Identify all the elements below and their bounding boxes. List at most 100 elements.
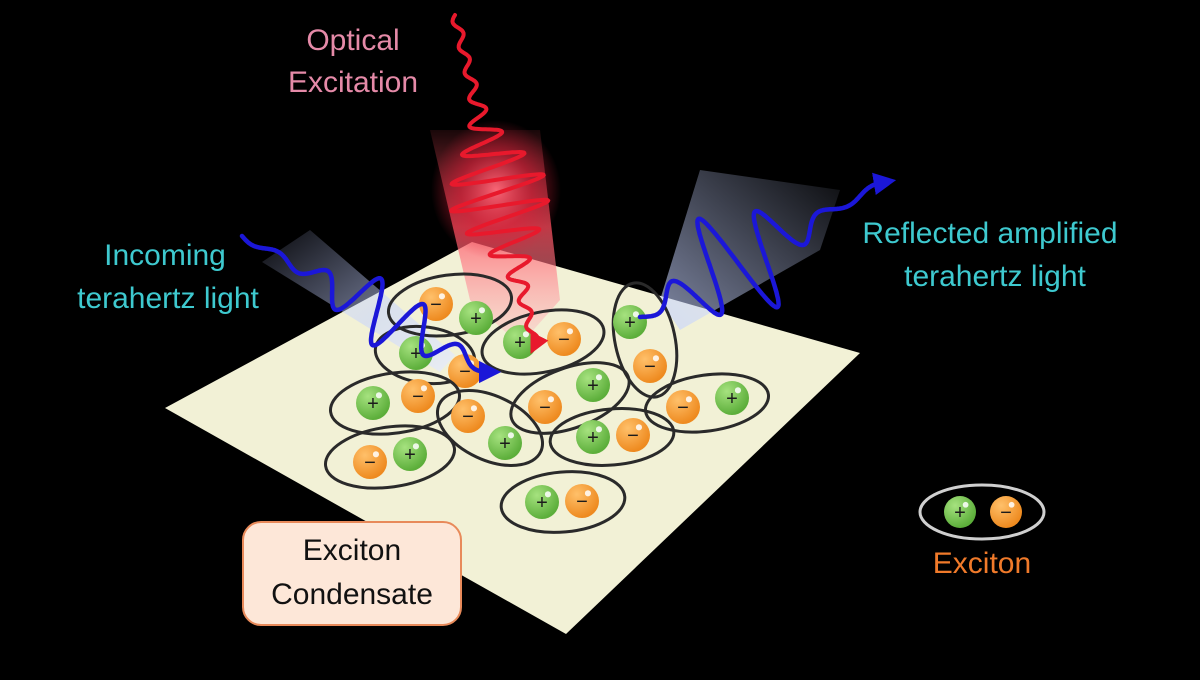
ball-highlight xyxy=(1008,501,1015,508)
ball-highlight xyxy=(734,387,742,394)
ball-highlight xyxy=(420,385,428,392)
exciton-ellipse xyxy=(323,424,457,490)
incoming-terahertz-wave xyxy=(239,233,502,384)
legend-exciton: +− xyxy=(944,496,1022,528)
reflected-beam-glow xyxy=(660,170,840,330)
ball-highlight xyxy=(507,432,515,439)
reflected-label-line2: terahertz light xyxy=(904,260,1086,293)
ball-highlight xyxy=(470,405,478,412)
plus-sign: + xyxy=(367,393,379,415)
legend: +− Exciton xyxy=(918,483,1046,580)
positive-charge: + xyxy=(399,336,433,370)
minus-sign: − xyxy=(459,361,471,383)
ball-highlight xyxy=(372,451,380,458)
plus-sign: + xyxy=(410,343,422,365)
ball-highlight xyxy=(478,307,486,314)
ball-highlight xyxy=(438,293,446,300)
minus-sign: − xyxy=(462,406,474,428)
optical-label-line1: Optical xyxy=(306,24,399,57)
optical-label-line2: Excitation xyxy=(288,66,418,99)
exciton-ellipse xyxy=(611,281,679,399)
minus-sign: − xyxy=(558,329,570,351)
ball-highlight xyxy=(544,491,552,498)
optical-excitation-wave xyxy=(448,13,551,354)
minus-sign: − xyxy=(677,397,689,419)
plus-sign: + xyxy=(587,375,599,397)
exciton-pair: +− xyxy=(499,470,627,534)
ball-highlight xyxy=(595,374,603,381)
positive-charge: + xyxy=(393,437,427,471)
plus-sign: + xyxy=(587,427,599,449)
minus-sign: − xyxy=(430,294,442,316)
ball-highlight xyxy=(962,501,969,508)
negative-charge: − xyxy=(990,496,1022,528)
exciton-pair: −+ xyxy=(323,424,457,490)
positive-charge: + xyxy=(576,420,610,454)
positive-charge: + xyxy=(459,301,493,335)
exciton-ellipse xyxy=(328,370,462,436)
ball-highlight xyxy=(635,424,643,431)
plus-sign: + xyxy=(536,492,548,514)
exciton-group: −++−+−+−+−−+−++−−+−++− xyxy=(323,272,771,534)
ball-highlight xyxy=(412,443,420,450)
negative-charge: − xyxy=(633,349,667,383)
ball-highlight xyxy=(375,392,383,399)
plus-sign: + xyxy=(726,388,738,410)
positive-charge: + xyxy=(356,386,390,420)
plus-sign: + xyxy=(404,444,416,466)
ball-highlight xyxy=(652,355,660,362)
negative-charge: − xyxy=(547,322,581,356)
minus-sign: − xyxy=(627,425,639,447)
condensate-box xyxy=(242,521,462,626)
plus-sign: + xyxy=(954,502,966,524)
exciton-pair: +− xyxy=(480,308,606,376)
negative-charge: − xyxy=(451,399,485,433)
minus-sign: − xyxy=(644,356,656,378)
minus-sign: − xyxy=(576,491,588,513)
negative-charge: − xyxy=(666,390,700,424)
negative-charge: − xyxy=(528,390,562,424)
positive-charge: + xyxy=(503,325,537,359)
positive-charge: + xyxy=(944,496,976,528)
exciton-ellipse xyxy=(480,308,606,376)
exciton-pair: −+ xyxy=(435,389,545,467)
ball-highlight xyxy=(595,426,603,433)
minus-sign: − xyxy=(364,452,376,474)
exciton-pair: +− xyxy=(548,407,676,467)
minus-sign: − xyxy=(412,386,424,408)
exciton-ellipse xyxy=(643,372,771,434)
plus-sign: + xyxy=(499,433,511,455)
minus-sign: − xyxy=(539,397,551,419)
positive-charge: + xyxy=(525,485,559,519)
exciton-pair: +− xyxy=(328,370,462,436)
reflected-label-line1: Reflected amplified xyxy=(862,217,1117,250)
legend-label: Exciton xyxy=(933,547,1031,580)
plus-sign: + xyxy=(624,312,636,334)
optical-pulse-glow xyxy=(431,120,561,260)
exciton-ellipse xyxy=(435,389,545,467)
incoming-label-line1: Incoming xyxy=(104,239,226,272)
ball-highlight xyxy=(632,311,640,318)
ball-highlight xyxy=(522,331,530,338)
legend-ellipse xyxy=(918,483,1046,541)
ball-highlight xyxy=(566,328,574,335)
negative-charge: − xyxy=(565,484,599,518)
positive-charge: + xyxy=(715,381,749,415)
incoming-label-line2: terahertz light xyxy=(77,282,259,315)
ball-highlight xyxy=(584,490,592,497)
reflected-terahertz-wave xyxy=(637,172,897,320)
plus-sign: + xyxy=(470,308,482,330)
incoming-beam-glow xyxy=(262,230,455,372)
ball-highlight xyxy=(547,396,555,403)
positive-charge: + xyxy=(576,368,610,402)
positive-charge: + xyxy=(613,305,647,339)
plus-sign: + xyxy=(514,332,526,354)
exciton-pair: −+ xyxy=(643,372,771,434)
condensate-label-line1: Exciton xyxy=(303,534,401,567)
condensate-label-line2: Condensate xyxy=(271,578,433,611)
exciton-ellipse xyxy=(499,470,627,534)
minus-sign: − xyxy=(1000,502,1012,524)
exciton-pair: +− xyxy=(611,281,679,399)
